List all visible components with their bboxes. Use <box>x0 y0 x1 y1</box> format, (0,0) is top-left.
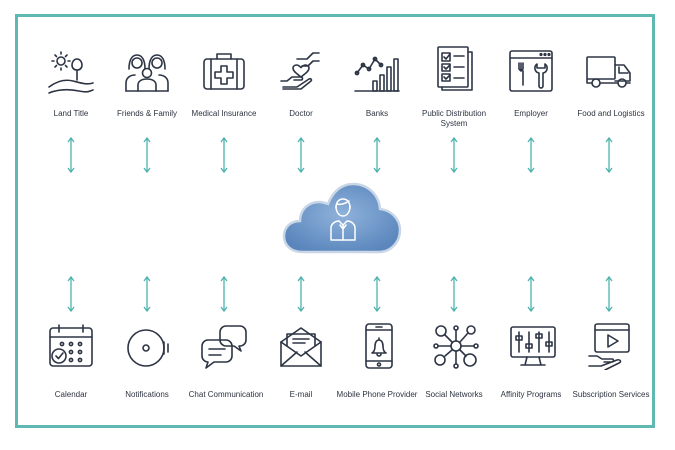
bell-icon <box>124 322 172 370</box>
connector-arrow <box>526 275 536 313</box>
delivery-truck-icon <box>585 47 633 95</box>
person-cloud-icon <box>280 178 404 258</box>
label-social-networks: Social Networks <box>425 390 483 399</box>
land-title-icon <box>47 47 95 95</box>
video-subscription-icon <box>587 322 635 370</box>
label-employer: Employer <box>514 109 548 118</box>
connector-arrow <box>449 275 459 313</box>
envelope-icon <box>277 322 325 370</box>
connector-arrow <box>372 275 382 313</box>
checklist-icon <box>430 44 478 92</box>
connector-arrow <box>604 136 614 174</box>
label-affinity-programs: Affinity Programs <box>500 390 562 399</box>
label-notifications: Notifications <box>125 390 169 399</box>
connector-arrow <box>66 275 76 313</box>
family-icon <box>123 47 171 95</box>
connector-arrow <box>296 136 306 174</box>
connector-arrow <box>66 136 76 174</box>
connector-arrow <box>142 136 152 174</box>
monitor-sliders-icon <box>509 322 557 370</box>
label-land-title: Land Title <box>53 109 89 118</box>
mobile-phone-icon <box>355 322 403 370</box>
connector-arrow <box>526 136 536 174</box>
label-medical-insurance: Medical Insurance <box>191 109 257 118</box>
connector-arrow <box>219 136 229 174</box>
connector-arrow <box>219 275 229 313</box>
connector-arrow <box>142 275 152 313</box>
connector-arrow <box>604 275 614 313</box>
label-banks: Banks <box>365 109 389 118</box>
label-chat-communication: Chat Communication <box>188 390 264 399</box>
calendar-icon <box>47 322 95 370</box>
connector-arrow <box>449 136 459 174</box>
label-friends-family: Friends & Family <box>116 109 177 118</box>
bank-chart-icon <box>353 47 401 95</box>
label-doctor: Doctor <box>289 109 313 118</box>
label-e-mail: E-mail <box>289 390 313 399</box>
connector-arrow <box>372 136 382 174</box>
connector-arrow <box>296 275 306 313</box>
label-subscription-services: Subscription Services <box>572 390 650 399</box>
social-network-icon <box>432 322 480 370</box>
heart-hands-icon <box>277 47 325 95</box>
label-public-distribution-system: Public Distribution System <box>421 109 487 128</box>
tools-window-icon <box>507 47 555 95</box>
label-mobile-phone-provider: Mobile Phone Provider <box>336 390 418 399</box>
medical-kit-icon <box>200 47 248 95</box>
chat-bubbles-icon <box>200 322 248 370</box>
label-food-and-logistics: Food and Logistics <box>577 109 645 118</box>
label-calendar: Calendar <box>54 390 88 399</box>
